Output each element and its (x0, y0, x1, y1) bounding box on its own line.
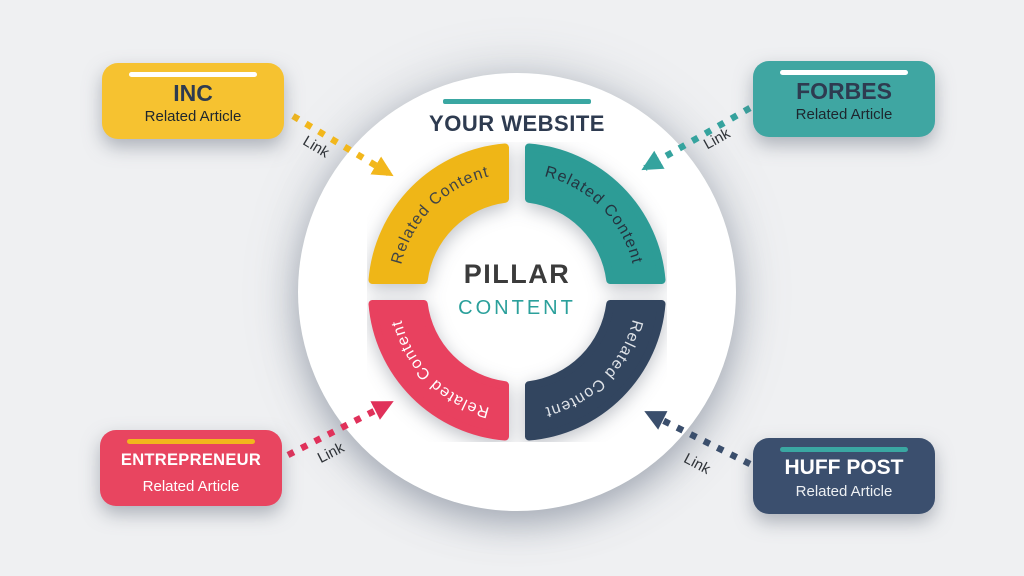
website-accent-bar (443, 99, 591, 104)
link-label-huffpost: Link (680, 450, 714, 478)
entrepreneur-subtitle: Related Article (142, 477, 240, 495)
quadrant-top-left (368, 143, 509, 284)
inc-subtitle: Related Article (144, 108, 242, 126)
pillar-title: PILLAR (463, 259, 571, 289)
website-title: YOUR WEBSITE (429, 111, 605, 136)
link-label-entrepreneur: Link (314, 439, 348, 467)
forbes-name: FORBES (796, 78, 892, 104)
quadrant-top-right (525, 143, 666, 284)
forbes-accent-bar (780, 70, 908, 75)
quadrant-bottom-right (525, 300, 666, 441)
pillar-center-block: PILLAR CONTENT (417, 259, 617, 320)
source-box-inc: INC Related Article (102, 63, 284, 139)
huffpost-name: HUFF POST (784, 456, 904, 479)
huffpost-subtitle: Related Article (795, 483, 893, 501)
related-content-donut: Related Content Related Content Related … (368, 143, 666, 441)
pillar-subtitle: CONTENT (458, 297, 576, 319)
entrepreneur-accent-bar (127, 439, 255, 444)
source-box-entrepreneur: ENTREPRENEUR Related Article (100, 430, 282, 506)
inc-accent-bar (129, 72, 257, 77)
huffpost-accent-bar (780, 447, 908, 452)
source-box-huffpost: HUFF POST Related Article (753, 438, 935, 514)
website-label-block: YOUR WEBSITE (298, 99, 736, 137)
forbes-subtitle: Related Article (795, 106, 893, 124)
entrepreneur-name: ENTREPRENEUR (120, 451, 262, 469)
inc-name: INC (173, 80, 213, 106)
quadrant-bottom-left (368, 300, 509, 441)
source-box-forbes: FORBES Related Article (753, 61, 935, 137)
